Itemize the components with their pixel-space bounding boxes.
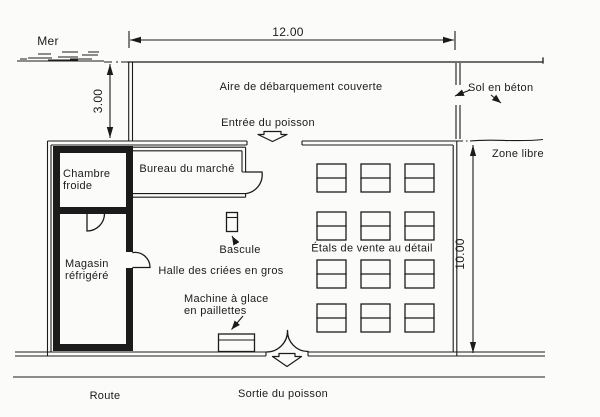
retail-stall (360, 303, 391, 333)
north-wall-left (47, 140, 248, 146)
door-swing-icon (86, 212, 106, 232)
quay: Aire de débarquement couverte (127, 57, 544, 141)
refrigerated-store-label-line1: Magasin (65, 258, 109, 270)
ice-machine-symbol (217, 333, 256, 353)
fish-exit-label: Sortie du poisson (238, 388, 328, 400)
dimension-arrow-right (443, 36, 454, 44)
dimension-arrow-left (130, 36, 141, 44)
door-swing-icon (132, 251, 151, 269)
retail-stall (404, 211, 435, 241)
dimension-line (128, 31, 456, 50)
hall-depth-value: 10.00 (453, 238, 467, 270)
concrete-floor-label: Sol en béton (468, 82, 533, 94)
ice-machine-label-line2: en paillettes (184, 305, 247, 317)
east-wall (452, 141, 458, 356)
dimension-arrow-bottom (106, 127, 114, 138)
fish-exit: Sortie du poisson (238, 329, 328, 400)
free-zone-boundary-line (457, 138, 544, 142)
pointer-arrow-icon (490, 94, 502, 104)
north-wall-right (301, 140, 457, 146)
ice-machine-label-line1: Machine à glace (184, 293, 269, 305)
south-wall (15, 351, 545, 357)
cold-room-label-line2: froide (63, 180, 92, 192)
concrete-floor-callout: Sol en béton (454, 63, 533, 139)
divider-wall (455, 63, 461, 139)
quay-left-wall (128, 62, 134, 141)
store-walls (53, 207, 133, 351)
dimension-arrow-bottom (469, 342, 477, 353)
dimension-hall-depth: 10.00 (453, 145, 477, 353)
landing-area-label: Aire de débarquement couverte (220, 81, 383, 93)
road-label: Route (90, 390, 121, 402)
cold-room-label-line1: Chambre (63, 168, 110, 180)
quay-width-value: 12.00 (272, 25, 304, 39)
west-wall (46, 141, 52, 356)
building-walls (15, 140, 545, 357)
sea-label: Mer (37, 34, 59, 48)
retail-stall (404, 163, 435, 193)
dimension-quay-depth: 3.00 (91, 64, 114, 138)
refrigerated-store: Magasin réfrigéré (53, 207, 151, 351)
water-ripples (20, 51, 99, 61)
door-swing-icon (244, 171, 263, 195)
dimension-arrow-top (106, 64, 114, 75)
retail-stall (316, 259, 347, 289)
refrigerated-store-label-line2: réfrigéré (65, 270, 109, 282)
quay-top-edge (127, 57, 544, 64)
scale: Bascule (219, 211, 260, 256)
fish-entrance-label: Entrée du poisson (221, 117, 315, 129)
scale-label: Bascule (219, 244, 260, 256)
cold-room: Chambre froide (53, 146, 133, 232)
office-walls (133, 146, 247, 198)
wholesale-hall-label: Halle des criées en gros (158, 265, 283, 277)
dimension-arrow-top (469, 145, 477, 156)
pointer-arrow-icon (454, 89, 471, 97)
free-zone: Zone libre (457, 138, 544, 160)
pointer-arrow-icon (231, 235, 240, 246)
retail-stall (316, 211, 347, 241)
retail-stalls: Étals de vente au détail (311, 163, 435, 333)
market-office-label: Bureau du marché (139, 163, 234, 175)
quay-depth-value: 3.00 (91, 89, 105, 114)
retail-stall (360, 211, 391, 241)
retail-stall (316, 163, 347, 193)
double-door-swing-icon (265, 329, 309, 353)
retail-stalls-label: Étals de vente au détail (311, 242, 433, 255)
retail-stall (316, 303, 347, 333)
scale-symbol (225, 211, 239, 233)
store-door-opening (124, 252, 136, 268)
retail-stall (360, 163, 391, 193)
market-office: Bureau du marché (133, 146, 263, 198)
retail-stall (404, 259, 435, 289)
retail-stall (360, 259, 391, 289)
retail-stall (404, 303, 435, 333)
dimension-quay-width: 12.00 (128, 25, 456, 50)
sea: Mer (17, 34, 128, 63)
down-arrow-icon (271, 352, 303, 368)
free-zone-label: Zone libre (492, 148, 544, 160)
pointer-arrow-icon (231, 315, 244, 330)
down-arrow-icon (257, 130, 288, 143)
fish-entrance: Entrée du poisson (221, 117, 315, 143)
ice-machine: Machine à glace en paillettes (184, 293, 269, 353)
road: Route (13, 376, 545, 402)
